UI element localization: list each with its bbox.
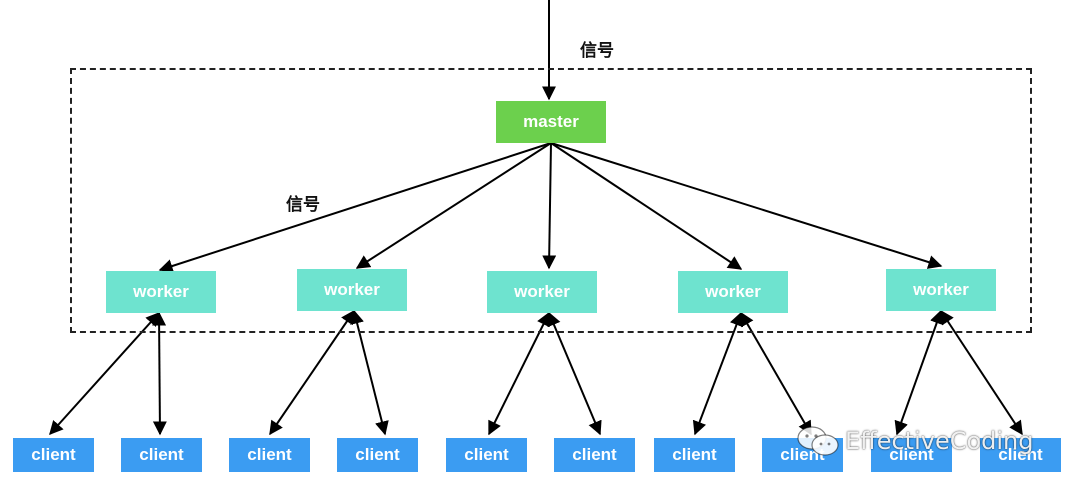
worker-3-to-client-6	[547, 311, 602, 436]
worker-1-to-client-2	[152, 311, 167, 436]
wechat-icon	[797, 426, 839, 456]
master-to-worker-1	[158, 142, 552, 273]
client-node-5: client	[446, 438, 527, 472]
client-node-10: client	[980, 438, 1061, 472]
client-node-7: client	[654, 438, 735, 472]
process-group-frame	[70, 68, 1032, 333]
signal-label-workers: 信号	[286, 195, 320, 215]
master-to-worker-5	[550, 142, 943, 269]
worker-node-3: worker	[487, 271, 597, 313]
master-to-worker-3	[542, 142, 557, 270]
client-node-9: client	[871, 438, 952, 472]
worker-node-1: worker	[106, 271, 216, 313]
master-to-worker-2	[355, 142, 552, 269]
watermark-text: EffectiveCoding	[845, 427, 1034, 455]
worker-node-5: worker	[886, 269, 996, 311]
client-node-6: client	[554, 438, 635, 472]
watermark: EffectiveCoding	[795, 424, 1034, 458]
master-to-worker-4	[550, 142, 743, 270]
worker-node-2: worker	[297, 269, 407, 311]
worker-node-4: worker	[678, 271, 788, 313]
client-node-4: client	[337, 438, 418, 472]
client-node-3: client	[229, 438, 310, 472]
worker-4-to-client-7	[692, 311, 744, 436]
signal-label-top: 信号	[580, 41, 614, 61]
worker-3-to-client-5	[488, 311, 550, 436]
client-node-1: client	[13, 438, 94, 472]
client-node-2: client	[121, 438, 202, 472]
master-node: master	[496, 101, 606, 143]
worker-4-to-client-8	[740, 311, 812, 436]
worker-1-to-client-1	[49, 311, 160, 436]
